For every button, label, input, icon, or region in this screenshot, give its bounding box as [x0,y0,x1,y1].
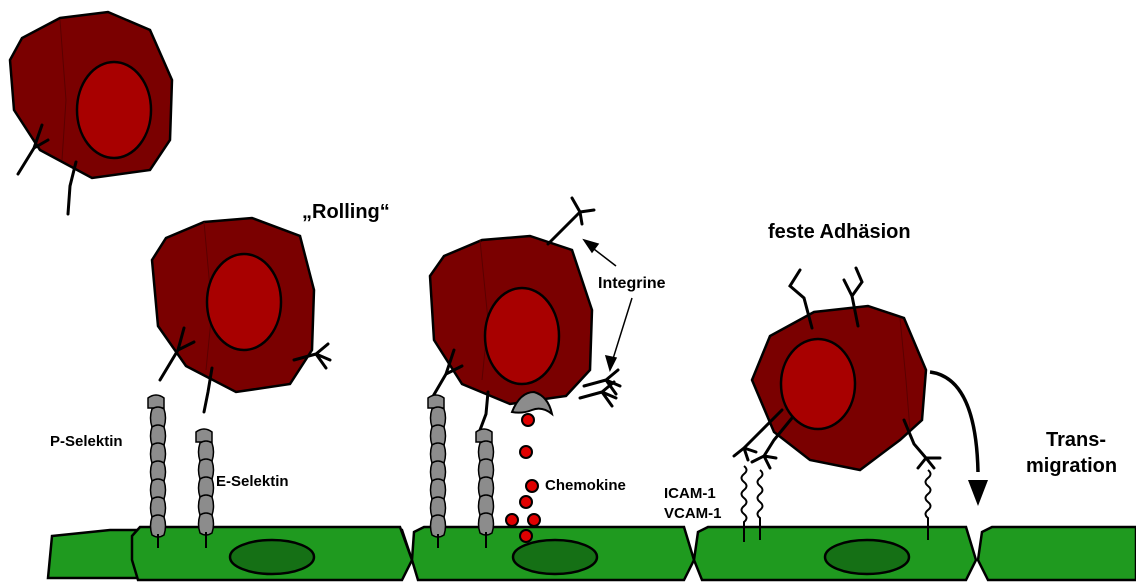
trans-label: Trans- [1046,429,1106,451]
vcam-label: VCAM-1 [664,505,722,522]
leukocyte-nucleus [77,62,151,158]
chemokines [506,414,540,542]
p-selektin-label: P-Selektin [50,433,123,450]
icam-label: ICAM-1 [664,485,716,502]
e-selektin-chain-2 [476,429,494,548]
endothelial-nucleus-2 [513,540,597,574]
transmigration-arrow [930,372,988,506]
p-selektin-chain-1 [148,395,166,548]
leukocyte-nucleus [781,339,855,429]
rolling-label: „Rolling“ [302,201,390,223]
leukocyte-nucleus [485,288,559,384]
p-selektin-chain-2 [428,395,446,548]
endothelial-nucleus-1 [230,540,314,574]
chemokine-label: Chemokine [545,477,626,494]
leukocyte-rolling [152,218,330,412]
integrine-label: Integrine [598,275,666,292]
leukocyte-adherent [734,268,940,470]
e-selektin-chain-1 [196,429,214,548]
endothelial-nucleus-3 [825,540,909,574]
feste-adhaesion-label: feste Adhäsion [768,221,911,243]
e-selektin-label: E-Selektin [216,473,289,490]
leukocyte-free [10,12,172,214]
endothelial-cell-5 [978,527,1136,580]
migration-label: migration [1026,455,1117,477]
leukocyte-activated [430,198,620,430]
endothelium [48,527,1136,580]
leukocyte-nucleus [207,254,281,350]
